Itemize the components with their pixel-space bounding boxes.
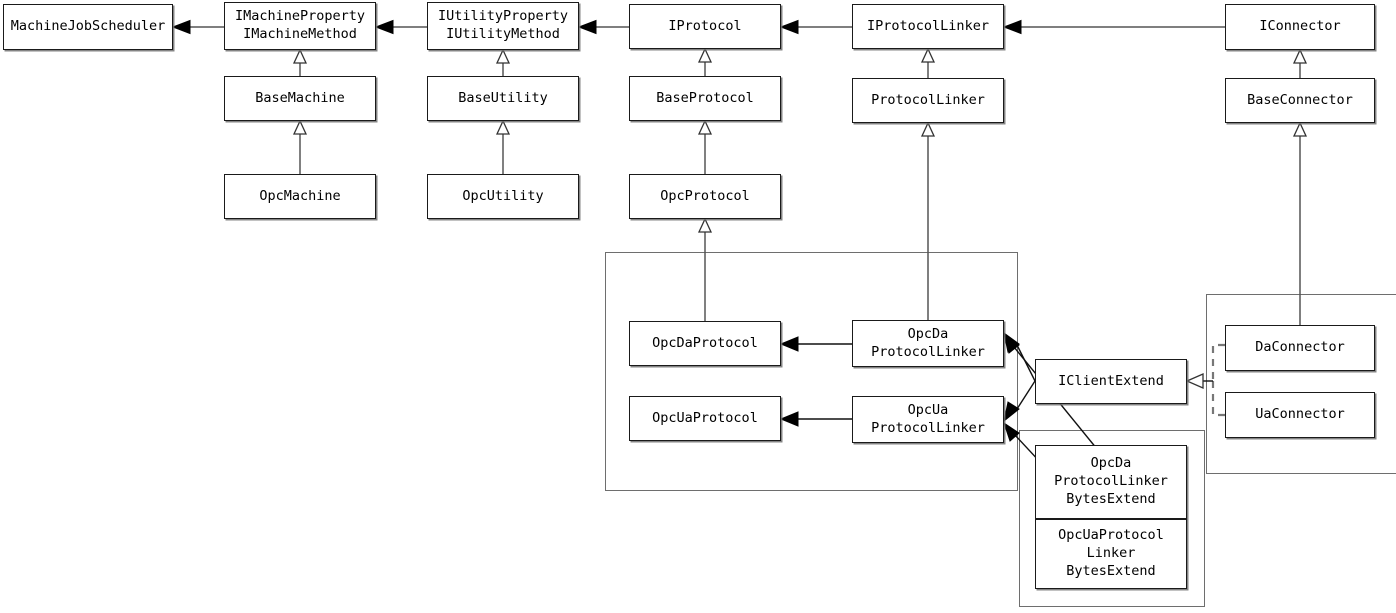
class-node-iconnector[interactable]: IConnector [1225, 4, 1375, 50]
class-node-iprotocol[interactable]: IProtocol [629, 4, 781, 49]
class-node-da-connector[interactable]: DaConnector [1225, 325, 1375, 371]
class-node-base-utility[interactable]: BaseUtility [427, 76, 579, 121]
class-node-protocol-linker[interactable]: ProtocolLinker [852, 78, 1004, 123]
class-node-ua-connector[interactable]: UaConnector [1225, 392, 1375, 438]
class-node-iprotocol-linker[interactable]: IProtocolLinker [852, 4, 1004, 49]
edge-opcprotocol-to-baseprotocol [697, 119, 713, 174]
edge-baseprotocol-to-iprotocol [697, 47, 713, 76]
class-node-iclient-extend[interactable]: IClientExtend [1035, 359, 1187, 404]
edge-iconnector-to-iprotocollinker [1002, 19, 1225, 35]
class-node-base-connector[interactable]: BaseConnector [1225, 78, 1375, 123]
class-node-imachine-property-method[interactable]: IMachineProperty IMachineMethod [224, 2, 376, 50]
edge-iprotocollinker-to-iprotocol [779, 19, 852, 35]
class-node-opc-ua-protocol[interactable]: OpcUaProtocol [629, 396, 781, 441]
class-node-base-machine[interactable]: BaseMachine [224, 76, 376, 121]
package-protocol-linkers [605, 252, 1018, 491]
class-node-opc-da-protocol-linker[interactable]: OpcDa ProtocolLinker [852, 320, 1004, 367]
edge-baseconnector-to-iconnector [1292, 48, 1308, 78]
class-node-iutility-property-method[interactable]: IUtilityProperty IUtilityMethod [427, 2, 579, 50]
edge-baseutility-to-iutilityproperty [495, 48, 511, 76]
package-connectors [1206, 294, 1396, 474]
edge-basemachine-to-imachineproperty [292, 48, 308, 76]
edge-iprotocol-to-iutilityproperty [577, 19, 629, 35]
class-node-machine-job-scheduler[interactable]: MachineJobScheduler [3, 4, 173, 50]
edge-protocollinker-to-iprotocollinker [920, 47, 936, 78]
class-node-opc-da-protocol-linker-bytes-extend[interactable]: OpcDa ProtocolLinker BytesExtend [1035, 445, 1187, 519]
class-node-opc-ua-protocol-linker-bytes-extend[interactable]: OpcUaProtocol Linker BytesExtend [1035, 519, 1187, 589]
class-node-opc-utility[interactable]: OpcUtility [427, 174, 579, 219]
edge-opcutility-to-baseutility [495, 119, 511, 174]
class-node-opc-protocol[interactable]: OpcProtocol [629, 174, 781, 219]
class-node-opc-machine[interactable]: OpcMachine [224, 174, 376, 219]
edge-opcmachine-to-basemachine [292, 119, 308, 174]
edge-imachineproperty-to-machinejobscheduler [171, 19, 224, 35]
class-node-opc-da-protocol[interactable]: OpcDaProtocol [629, 321, 781, 366]
class-node-opc-ua-protocol-linker[interactable]: OpcUa ProtocolLinker [852, 396, 1004, 443]
class-node-base-protocol[interactable]: BaseProtocol [629, 76, 781, 121]
edge-iutilityproperty-to-imachineproperty [374, 19, 427, 35]
